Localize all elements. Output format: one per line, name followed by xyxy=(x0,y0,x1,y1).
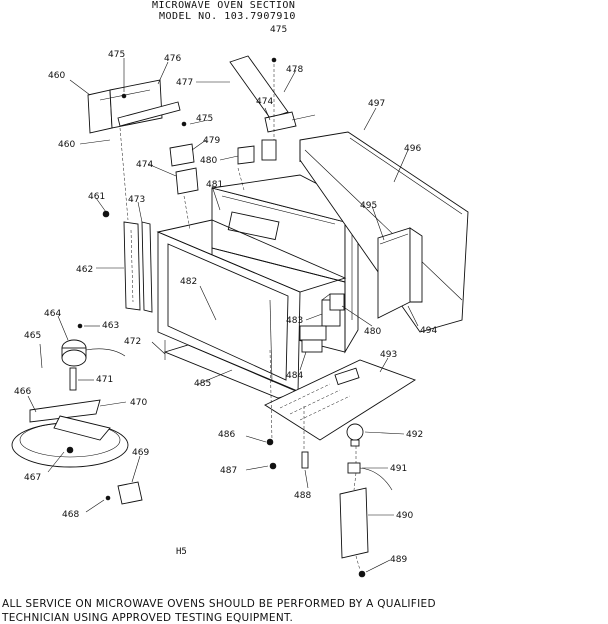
callout-460: 460 xyxy=(48,71,65,81)
callout-493: 493 xyxy=(380,350,397,360)
callout-layer: 475 476 460 460 475 477 478 474 475 479 480 474 497 4… xyxy=(14,25,437,565)
fan-motor-464 xyxy=(61,339,126,391)
callout-477: 477 xyxy=(176,78,193,88)
callout-488: 488 xyxy=(294,491,311,501)
callout-466: 466 xyxy=(14,387,31,397)
callout-474: 474 xyxy=(256,97,273,107)
callout-474: 474 xyxy=(136,160,153,170)
top-hardware xyxy=(87,55,297,195)
turntable-466 xyxy=(11,399,129,468)
callout-465: 465 xyxy=(24,331,41,341)
service-notice-line-2: TECHNICIAN USING APPROVED TESTING EQUIPM… xyxy=(2,612,294,624)
callout-491: 491 xyxy=(390,464,407,474)
callout-484: 484 xyxy=(286,371,303,381)
interlock-switches xyxy=(299,293,345,353)
callout-479: 479 xyxy=(203,136,220,146)
page-marker: H5 xyxy=(176,547,187,557)
callout-468: 468 xyxy=(62,510,79,520)
bracket-495 xyxy=(377,227,423,319)
callout-467: 467 xyxy=(24,473,41,483)
hinge-strip-462 xyxy=(123,221,153,313)
callout-461: 461 xyxy=(88,192,105,202)
callout-464: 464 xyxy=(44,309,61,319)
callout-485: 485 xyxy=(194,379,211,389)
callout-472: 472 xyxy=(124,337,141,347)
leader-lines xyxy=(27,58,419,573)
callout-481: 481 xyxy=(206,180,223,190)
front-frame-485 xyxy=(156,219,347,399)
diagram-title: MICROWAVE OVEN SECTION xyxy=(152,0,296,11)
callout-478: 478 xyxy=(286,65,303,75)
model-number: MODEL NO. 103.7907910 xyxy=(159,11,296,22)
callout-495: 495 xyxy=(360,201,377,211)
callout-460: 460 xyxy=(58,140,75,150)
back-panel-496 xyxy=(299,131,469,333)
callout-475: 475 xyxy=(108,50,125,60)
callout-475: 475 xyxy=(196,114,213,124)
callout-476: 476 xyxy=(164,54,181,64)
callout-486: 486 xyxy=(218,430,235,440)
callout-496: 496 xyxy=(404,144,421,154)
callout-482: 482 xyxy=(180,277,197,287)
service-notice-line-1: ALL SERVICE ON MICROWAVE OVENS SHOULD BE… xyxy=(2,598,436,610)
callout-483: 483 xyxy=(286,316,303,326)
callout-480: 480 xyxy=(200,156,217,166)
callout-471: 471 xyxy=(96,375,113,385)
callout-490: 490 xyxy=(396,511,413,521)
callout-470: 470 xyxy=(130,398,147,408)
callout-462: 462 xyxy=(76,265,93,275)
small-parts xyxy=(77,57,393,578)
callout-492: 492 xyxy=(406,430,423,440)
guide-lines xyxy=(119,64,361,571)
callout-489: 489 xyxy=(390,555,407,565)
callout-475: 475 xyxy=(270,25,287,35)
callout-497: 497 xyxy=(368,99,385,109)
callout-487: 487 xyxy=(220,466,237,476)
base-plate-493 xyxy=(264,359,417,441)
callout-473: 473 xyxy=(128,195,145,205)
callout-480: 480 xyxy=(364,327,381,337)
callout-494: 494 xyxy=(420,326,437,336)
callout-469: 469 xyxy=(132,448,149,458)
oven-cavity-481 xyxy=(211,174,359,354)
callout-463: 463 xyxy=(102,321,119,331)
